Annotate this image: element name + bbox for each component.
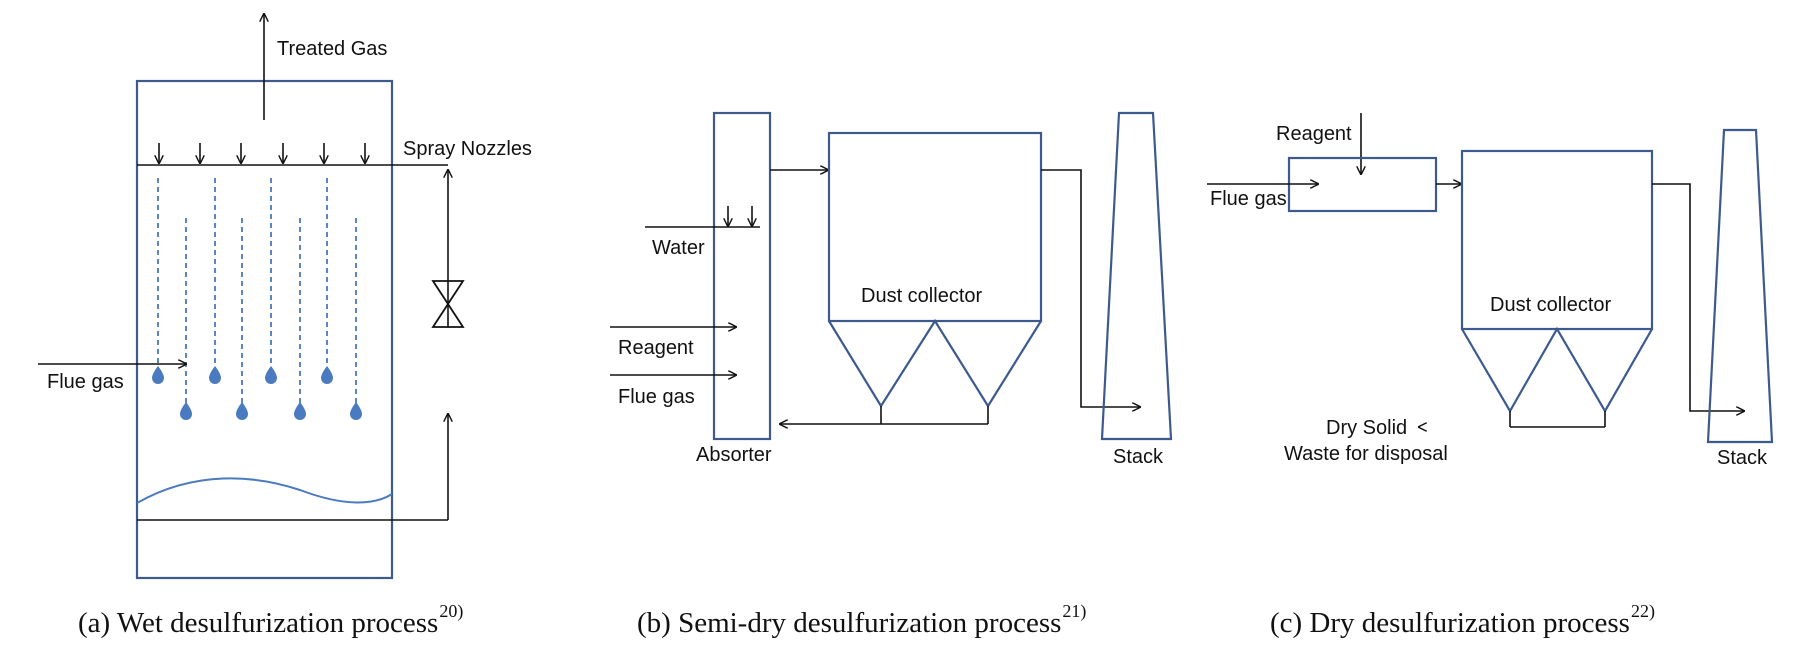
spray-nozzles-label: Spray Nozzles — [403, 138, 532, 160]
water-label: Water — [652, 237, 705, 259]
dust-collector-label-b: Dust collector — [861, 285, 982, 307]
reagent-label-b: Reagent — [618, 337, 694, 359]
panel-a-wet-process: Treated Gas Spray Nozzles — [38, 14, 532, 639]
panel-b-semi-dry-process: Absorter Water Reagent Flue gas Dust col… — [610, 111, 1173, 639]
absorter-label: Absorter — [696, 444, 772, 466]
stack-b — [1100, 111, 1173, 441]
caption-c: (c) Dry desulfurization process — [1270, 607, 1630, 639]
reagent-label-c: Reagent — [1276, 123, 1352, 145]
spray-nozzle-arrows — [159, 143, 365, 163]
caption-b-ref: 21) — [1062, 601, 1086, 622]
caption-b: (b) Semi-dry desulfurization process — [637, 607, 1061, 639]
dust-collector-c-hoppers — [1461, 326, 1653, 414]
caption-a: (a) Wet desulfurization process — [78, 607, 438, 639]
valve-icon — [431, 280, 465, 328]
collector-to-stack-line — [1041, 169, 1140, 407]
disposal-line — [1509, 411, 1606, 428]
wet-scrubber-vessel — [135, 79, 394, 580]
stack-label-c: Stack — [1717, 447, 1768, 469]
stack-label-b: Stack — [1113, 446, 1164, 468]
hopper-return-line — [780, 406, 989, 424]
flue-gas-label-c: Flue gas — [1210, 188, 1287, 210]
dry-solid-label: Dry Solid — [1326, 417, 1407, 439]
liquid-surface — [136, 477, 393, 504]
waste-label: Waste for disposal — [1284, 443, 1448, 465]
flue-gas-label-b: Flue gas — [618, 386, 695, 408]
absorber-column — [712, 111, 772, 441]
panel-c-dry-process: Reagent Flue gas Dust collector Dry Soli… — [1207, 113, 1774, 639]
spray-droplets — [152, 366, 362, 420]
stack-c — [1706, 128, 1774, 444]
treated-gas-label: Treated Gas — [277, 38, 387, 60]
spray-streams — [157, 178, 357, 405]
caption-c-ref: 22) — [1631, 601, 1655, 622]
flue-gas-label-a: Flue gas — [47, 371, 124, 393]
dust-collector-label-c: Dust collector — [1490, 294, 1611, 316]
collector-to-stack-line-c — [1652, 183, 1744, 411]
caption-a-ref: 20) — [439, 601, 463, 622]
dust-collector-b-hoppers — [828, 318, 1042, 409]
